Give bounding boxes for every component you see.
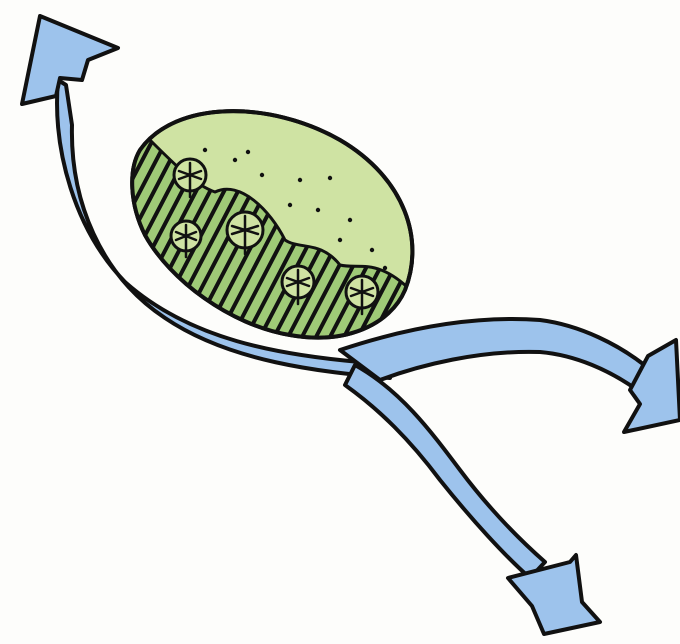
lawn-dot bbox=[288, 203, 292, 207]
hatch-line bbox=[0, 130, 102, 360]
hatch-line bbox=[0, 130, 32, 360]
lawn-dot bbox=[316, 208, 320, 212]
arrowhead-east-icon bbox=[624, 340, 680, 432]
lawn-dot bbox=[348, 218, 352, 222]
path-arrow-southeast bbox=[345, 365, 545, 578]
hatch-line bbox=[0, 130, 46, 360]
hatch-line bbox=[0, 130, 60, 360]
arrowhead-northwest-icon bbox=[22, 16, 118, 104]
lawn-dot bbox=[203, 148, 207, 152]
lawn-dot bbox=[383, 266, 387, 270]
lawn-dot bbox=[328, 176, 332, 180]
lawn-dot bbox=[298, 178, 302, 182]
lawn-dot bbox=[233, 158, 237, 162]
hatch-line bbox=[24, 130, 144, 360]
lawn-dot bbox=[246, 150, 250, 154]
hatch-line bbox=[0, 130, 18, 360]
lawn-dot bbox=[370, 248, 374, 252]
path-arrow-east bbox=[340, 319, 648, 392]
lawn-dot bbox=[338, 238, 342, 242]
lawn-dot bbox=[260, 173, 264, 177]
hatch-line bbox=[0, 130, 4, 360]
